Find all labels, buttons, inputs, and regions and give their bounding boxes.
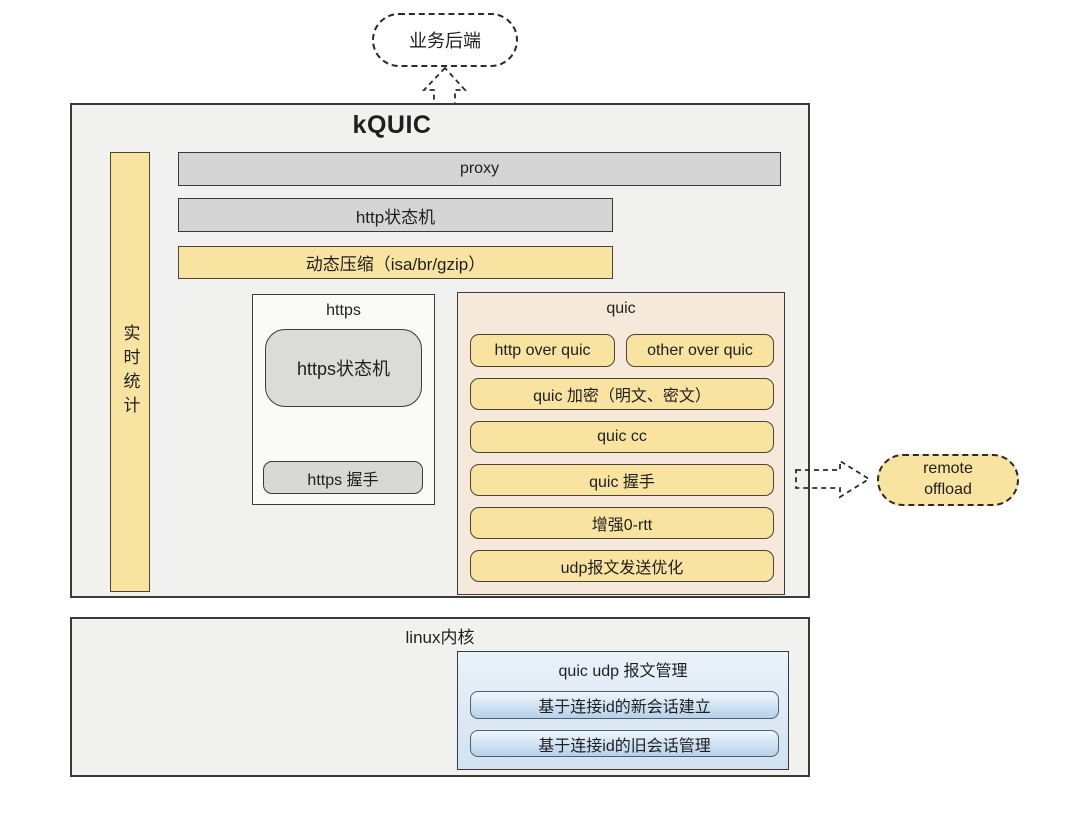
new-session-label: 基于连接id的新会话建立 <box>538 699 711 716</box>
old-session-label: 基于连接id的旧会话管理 <box>538 737 711 755</box>
remote-offload-pill: remote offload <box>877 454 1019 506</box>
quic-group: quic http over quic other over quic quic… <box>457 292 785 595</box>
business-backend-pill: 业务后端 <box>372 13 518 67</box>
https-group-title: https <box>326 302 361 319</box>
https-group: https https状态机 https 握手 <box>252 294 435 505</box>
quic-encrypt-box: quic 加密（明文、密文） <box>470 378 774 410</box>
other-over-quic-box: other over quic <box>626 334 774 367</box>
dashed-block-arrow-right-icon <box>795 459 871 499</box>
old-session-box: 基于连接id的旧会话管理 <box>470 730 779 757</box>
quic-cc-box: quic cc <box>470 421 774 453</box>
udp-send-optimize-box: udp报文发送优化 <box>470 550 774 582</box>
https-handshake-box: https 握手 <box>263 461 423 494</box>
udp-send-optimize-label: udp报文发送优化 <box>560 560 684 577</box>
quic-udp-manager-title: quic udp 报文管理 <box>558 663 688 680</box>
remote-offload-label: remote offload <box>923 460 973 498</box>
enhanced-0rtt-label: 增强0-rtt <box>591 517 653 534</box>
quic-handshake-box: quic 握手 <box>470 464 774 496</box>
quic-encrypt-label: quic 加密（明文、密文） <box>533 388 711 405</box>
kquic-title: kQUIC <box>352 110 432 139</box>
realtime-stats-label: 实时统计 <box>120 324 140 420</box>
kquic-container: kQUIC 实时统计 proxy http状态机 动态压缩（isa/br/gzi… <box>70 103 810 598</box>
business-backend-label: 业务后端 <box>409 31 481 51</box>
new-session-box: 基于连接id的新会话建立 <box>470 691 779 719</box>
dynamic-compression-label: 动态压缩（isa/br/gzip） <box>305 255 486 274</box>
linux-kernel-container: linux内核 quic udp 报文管理 基于连接id的新会话建立 基于连接i… <box>70 617 810 777</box>
realtime-stats-bar: 实时统计 <box>110 152 150 592</box>
http-state-machine-label: http状态机 <box>355 207 436 227</box>
https-state-machine-box: https状态机 <box>265 329 422 407</box>
enhanced-0rtt-box: 增强0-rtt <box>470 507 774 539</box>
other-over-quic-label: other over quic <box>647 341 753 359</box>
http-over-quic-label: http over quic <box>494 341 591 359</box>
https-state-machine-label: https状态机 <box>296 359 391 379</box>
linux-kernel-title: linux内核 <box>405 627 475 647</box>
quic-group-title: quic <box>606 300 636 317</box>
proxy-bar: proxy <box>178 152 781 186</box>
proxy-label: proxy <box>459 160 500 177</box>
quic-cc-label: quic cc <box>597 428 647 445</box>
quic-handshake-label: quic 握手 <box>589 474 655 491</box>
https-handshake-label: https 握手 <box>307 471 379 489</box>
http-state-machine-bar: http状态机 <box>178 198 613 232</box>
dynamic-compression-bar: 动态压缩（isa/br/gzip） <box>178 246 613 279</box>
http-over-quic-box: http over quic <box>470 334 615 367</box>
quic-udp-manager-box: quic udp 报文管理 基于连接id的新会话建立 基于连接id的旧会话管理 <box>457 651 789 770</box>
